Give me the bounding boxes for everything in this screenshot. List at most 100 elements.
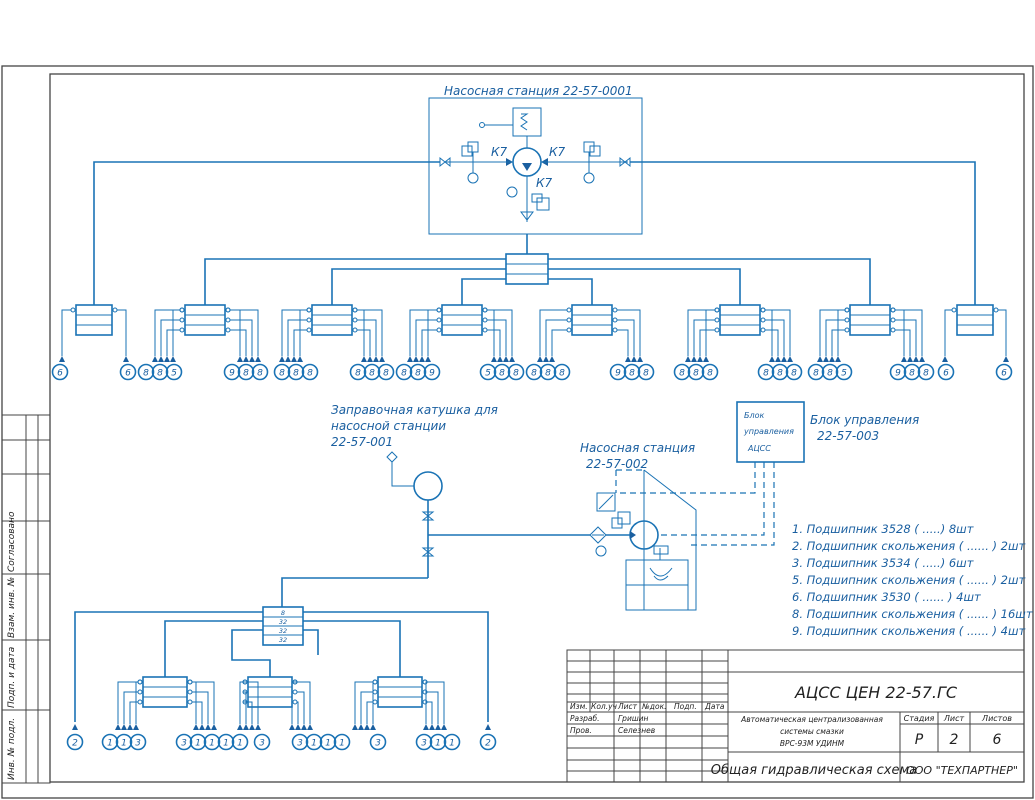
feed-line — [765, 309, 773, 356]
nozzle-mark — [121, 724, 127, 730]
bottom-station-line2: 22-57-002 — [586, 457, 648, 471]
nozzle-mark — [279, 356, 285, 362]
manifold-port-label: 8 — [281, 609, 285, 617]
feed-line — [687, 309, 715, 356]
marker-circle — [479, 363, 497, 381]
marker-label: 8 — [559, 369, 565, 379]
outlet-port — [612, 307, 618, 313]
nozzle-mark — [781, 356, 787, 362]
outlet-port — [566, 307, 572, 313]
marker-label: 5 — [841, 369, 847, 379]
top-marker: 5 — [479, 363, 497, 381]
outlet-port — [482, 307, 488, 313]
feed-line — [699, 329, 715, 356]
distributor-block — [719, 304, 761, 336]
nozzle-mark — [441, 724, 447, 730]
marker-label: 8 — [401, 369, 407, 379]
bottom-marker: 3 — [129, 733, 147, 751]
outlet-port — [436, 327, 442, 333]
distributor-block — [184, 304, 226, 336]
outlet-port — [714, 307, 720, 313]
nozzle-mark — [297, 356, 303, 362]
marker-circle — [66, 733, 84, 751]
refill-reel: Заправочная катушка для насосной станции… — [331, 403, 590, 578]
marker-label: 9 — [429, 369, 435, 379]
marker-circle — [507, 363, 525, 381]
top-station-label: Насосная станция 22-57-0001 — [444, 84, 633, 98]
top-marker: 8 — [507, 363, 525, 381]
marker-label: 1 — [435, 739, 441, 749]
control-box-line2: управления — [743, 427, 794, 436]
top-marker: 8 — [821, 363, 839, 381]
nozzle-mark — [435, 724, 441, 730]
marker-circle — [369, 733, 387, 751]
bottom-pump-station: Насосная станция 22-57-002 — [580, 441, 697, 611]
outlet-port — [951, 307, 957, 313]
nozzle-mark — [829, 356, 835, 362]
marker-circle — [175, 733, 193, 751]
side-label-inv-no: Инв. № подл. — [7, 718, 17, 780]
legend-line: 2. Подшипник скольжения ( ...... ) 2шт — [792, 539, 1026, 553]
marker-label: 8 — [763, 369, 769, 379]
nozzle-mark — [549, 356, 555, 362]
top-marker: 8 — [395, 363, 413, 381]
marker-circle — [609, 363, 627, 381]
top-marker: 8 — [237, 363, 255, 381]
top-pipework — [93, 161, 976, 305]
hdr-izm: Изм. — [570, 702, 588, 711]
feed-line — [831, 329, 845, 356]
nozzle-mark — [423, 724, 429, 730]
valve-label-left: К7 — [491, 145, 508, 159]
top-marker: 8 — [151, 363, 169, 381]
outlet-port — [179, 307, 185, 313]
nozzle-mark — [769, 356, 775, 362]
distributor-block — [571, 304, 613, 336]
top-marker: 8 — [757, 363, 775, 381]
marker-label: 8 — [383, 369, 389, 379]
marker-label: 8 — [293, 369, 299, 379]
top-marker: 8 — [273, 363, 291, 381]
marker-circle — [251, 363, 269, 381]
outlet-port — [187, 699, 193, 705]
bottom-pipework — [74, 577, 489, 722]
nozzle-mark — [255, 356, 261, 362]
marker-label: 1 — [223, 739, 229, 749]
feed-line — [545, 319, 567, 356]
marker-label: 9 — [229, 369, 235, 379]
marker-label: 1 — [107, 739, 113, 749]
marker-circle — [429, 733, 447, 751]
feed-line — [895, 329, 911, 356]
legend-line: 5. Подшипник скольжения ( ...... ) 2шт — [792, 573, 1026, 587]
top-marker: 8 — [553, 363, 571, 381]
outlet-port — [306, 327, 312, 333]
feed-line — [427, 309, 437, 356]
feed-line — [819, 309, 845, 356]
marker-circle — [701, 363, 719, 381]
top-marker: 8 — [251, 363, 269, 381]
feed-line — [693, 319, 715, 356]
outlet-port — [292, 699, 298, 705]
bottom-marker: 3 — [291, 733, 309, 751]
top-marker: 8 — [493, 363, 511, 381]
marker-circle — [785, 363, 803, 381]
marker-circle — [539, 363, 557, 381]
outlet-port — [844, 317, 850, 323]
outlet-port — [372, 699, 378, 705]
refill-reel-line3: 22-57-001 — [331, 435, 393, 449]
outlet-port — [844, 327, 850, 333]
feed-line — [243, 681, 259, 724]
marker-circle — [835, 363, 853, 381]
marker-circle — [889, 363, 907, 381]
marker-label: 1 — [121, 739, 127, 749]
distributor-block — [849, 304, 891, 336]
nozzle-mark — [787, 356, 793, 362]
bottom-marker: 3 — [369, 733, 387, 751]
marker-circle — [237, 363, 255, 381]
marker-circle — [165, 363, 183, 381]
marker-label: 8 — [545, 369, 551, 379]
outlet-port — [566, 317, 572, 323]
nozzle-mark — [205, 724, 211, 730]
marker-circle — [305, 733, 323, 751]
nozzle-mark — [170, 356, 176, 362]
top-marker: 5 — [165, 363, 183, 381]
